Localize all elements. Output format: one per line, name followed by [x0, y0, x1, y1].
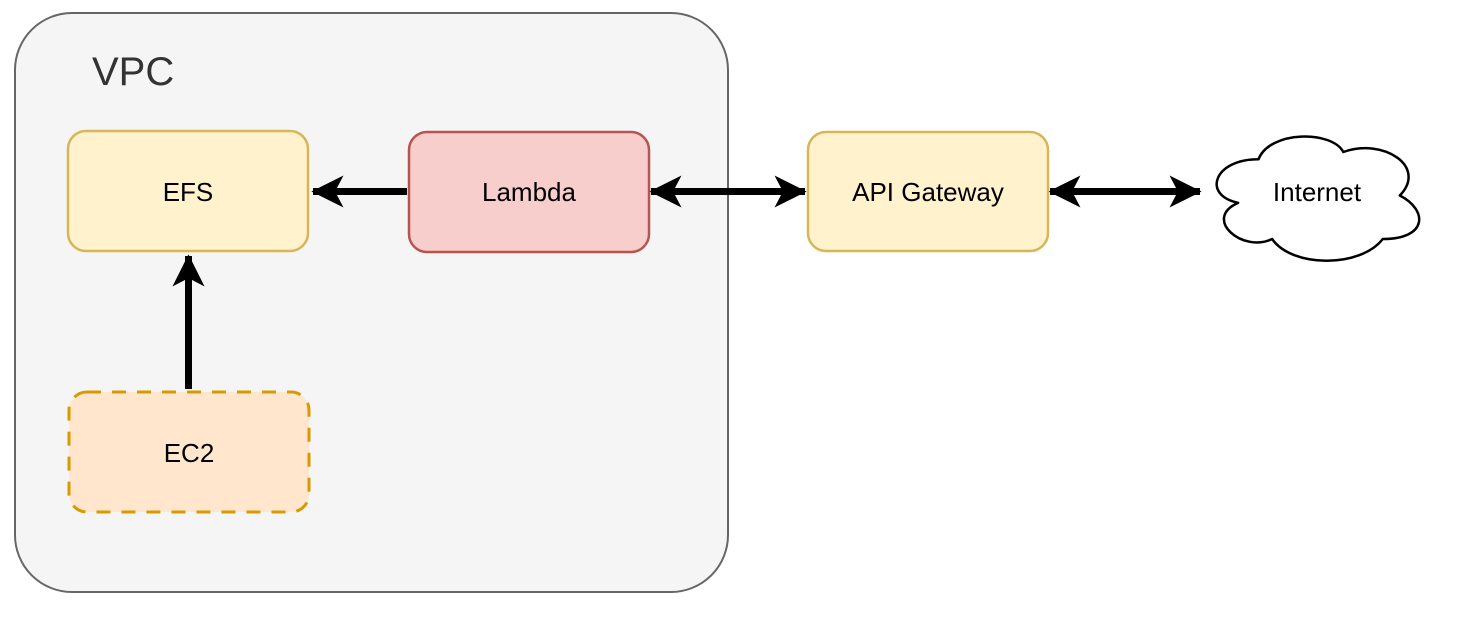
ec2-box [67, 390, 311, 514]
node-api-gateway: API Gateway [806, 130, 1050, 253]
node-ec2: EC2 [67, 390, 311, 514]
lambda-box [407, 130, 651, 254]
node-lambda: Lambda [407, 130, 651, 254]
api-gateway-box [806, 130, 1050, 253]
node-internet: Internet [1215, 135, 1421, 262]
edges [172, 175, 1202, 389]
efs-box [66, 129, 310, 253]
internet-cloud-shape [1215, 135, 1421, 262]
node-efs: EFS [66, 129, 310, 253]
